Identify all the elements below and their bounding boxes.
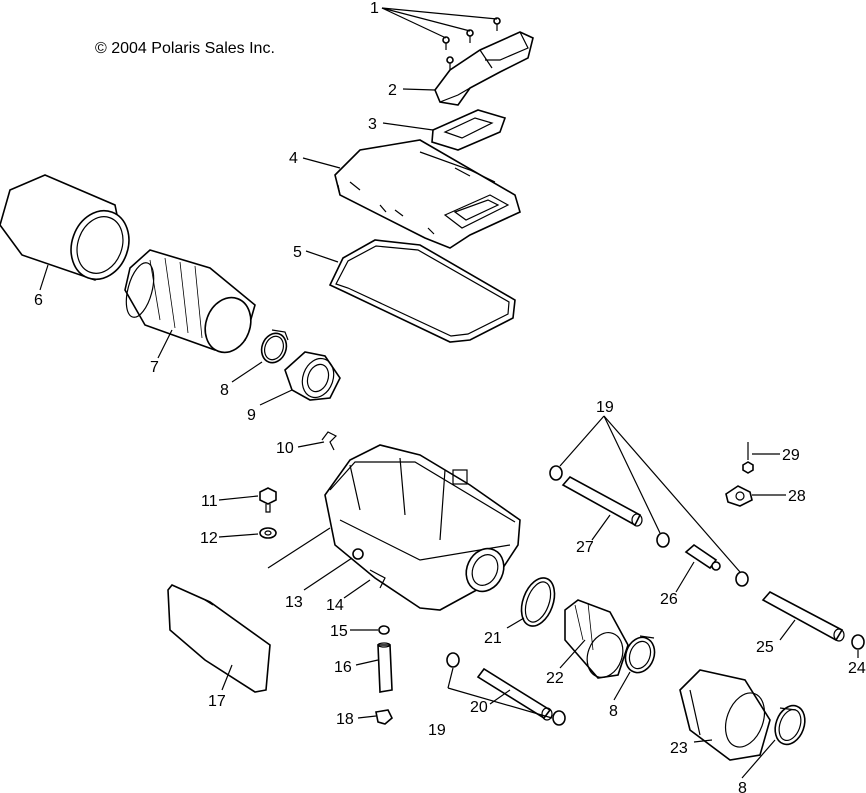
callout-labels: 1 2 3 4 5 6 7 8 9 10 11 12 13 14 15 16 1…	[34, 0, 866, 793]
part-2-intake-snorkel	[434, 31, 534, 106]
callout-8-middle: 8	[609, 703, 618, 720]
callout-21: 21	[484, 630, 502, 647]
callout-10: 10	[276, 440, 294, 457]
callout-13: 13	[285, 594, 303, 611]
callout-2: 2	[388, 82, 397, 99]
callout-23: 23	[670, 740, 688, 757]
part-18-drain-plug	[375, 709, 393, 725]
copyright-notice: © 2004 Polaris Sales Inc.	[95, 40, 275, 57]
leader-lines	[39, 7, 859, 779]
callout-7: 7	[150, 359, 159, 376]
callout-14: 14	[326, 597, 344, 614]
part-3-gasket	[431, 109, 507, 151]
part-25-hose	[761, 590, 845, 642]
part-29-screw	[742, 442, 754, 474]
part-8-clamp-middle	[624, 635, 656, 674]
part-8-clamp-lower	[774, 704, 806, 746]
part-9-coupler	[284, 351, 341, 401]
part-10-clip	[321, 431, 338, 451]
part-17-plate	[167, 584, 271, 693]
callout-8-lower: 8	[738, 780, 747, 793]
part-12-washer	[259, 527, 277, 539]
part-19-clamps	[446, 465, 749, 726]
callout-1: 1	[370, 0, 379, 17]
part-5-seal	[328, 239, 516, 343]
part-7-air-filter	[124, 249, 256, 354]
part-28-bracket	[725, 485, 753, 507]
part-15-grommet	[378, 625, 390, 635]
part-21-o-ring	[520, 577, 556, 627]
callout-24: 24	[848, 660, 866, 677]
callout-22: 22	[546, 670, 564, 687]
callout-27: 27	[576, 539, 594, 556]
callout-12: 12	[200, 530, 218, 547]
part-27-hose	[561, 475, 643, 527]
callout-4: 4	[289, 150, 298, 167]
part-8-clamp-upper	[260, 329, 289, 364]
callout-19-upper: 19	[596, 399, 614, 416]
part-6-prefilter	[0, 174, 130, 281]
callout-5: 5	[293, 244, 302, 261]
callout-20: 20	[470, 699, 488, 716]
part-16-drain-tube	[377, 642, 393, 693]
callout-29: 29	[782, 447, 800, 464]
part-23-duct	[679, 669, 771, 761]
callout-8-upper: 8	[220, 382, 229, 399]
part-20-hose	[476, 667, 553, 721]
callout-26: 26	[660, 591, 678, 608]
callout-16: 16	[334, 659, 352, 676]
part-14-airbox	[324, 444, 521, 611]
part-24-cap	[851, 634, 865, 650]
callout-17: 17	[208, 693, 226, 710]
callout-25: 25	[756, 639, 774, 656]
callout-11: 11	[201, 493, 218, 510]
part-26-fitting	[684, 543, 721, 571]
callout-19-lower: 19	[428, 722, 446, 739]
part-1-screws	[442, 17, 501, 70]
part-22-boot	[564, 599, 629, 679]
part-11-bolt	[259, 487, 277, 513]
callout-9: 9	[247, 407, 256, 424]
callout-3: 3	[368, 116, 377, 133]
part-4-airbox-cover	[334, 139, 521, 249]
callout-18: 18	[336, 711, 354, 728]
callout-28: 28	[788, 488, 806, 505]
callout-15: 15	[330, 623, 348, 640]
callout-6: 6	[34, 292, 43, 309]
